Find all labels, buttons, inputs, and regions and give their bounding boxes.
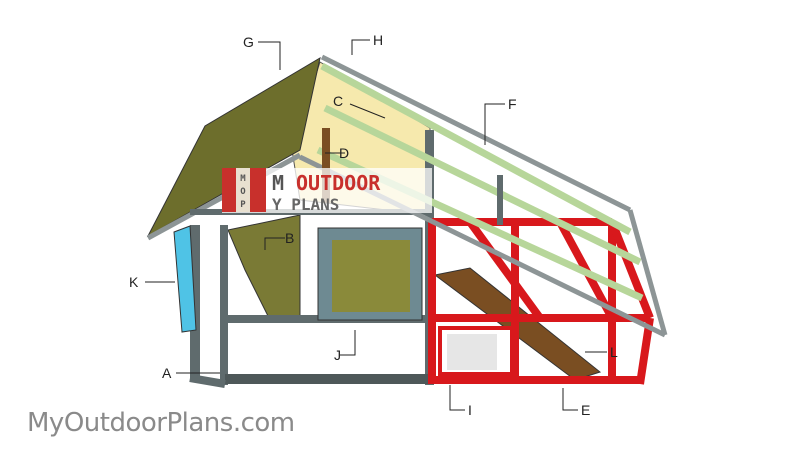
label-i: I — [468, 402, 472, 418]
label-e: E — [581, 402, 590, 418]
svg-text:M: M — [272, 171, 284, 195]
svg-text:P: P — [240, 200, 246, 210]
label-f: F — [508, 96, 517, 112]
label-g: G — [243, 34, 254, 50]
svg-text:M: M — [240, 174, 246, 184]
label-l: L — [610, 344, 618, 360]
label-h: H — [373, 32, 383, 48]
label-c: C — [333, 93, 343, 109]
door-mesh — [332, 240, 410, 312]
logo-watermark: M O P M OUTDOOR Y PLANS — [222, 168, 432, 214]
label-a: A — [162, 365, 172, 381]
leader-lines — [145, 39, 607, 411]
svg-text:OUTDOOR: OUTDOOR — [296, 171, 381, 195]
svg-text:O: O — [240, 187, 246, 197]
label-d: D — [339, 145, 349, 161]
label-j: J — [334, 347, 341, 363]
label-k: K — [129, 274, 139, 290]
side-panel-k — [173, 225, 197, 333]
svg-text:Y PLANS: Y PLANS — [272, 195, 339, 214]
run-frame — [428, 218, 654, 385]
label-b: B — [285, 230, 294, 246]
base-beam-a — [225, 374, 430, 384]
site-watermark: MyOutdoorPlans.com — [27, 408, 295, 438]
ridge-h — [320, 54, 632, 213]
left-roof-panel — [146, 56, 321, 238]
